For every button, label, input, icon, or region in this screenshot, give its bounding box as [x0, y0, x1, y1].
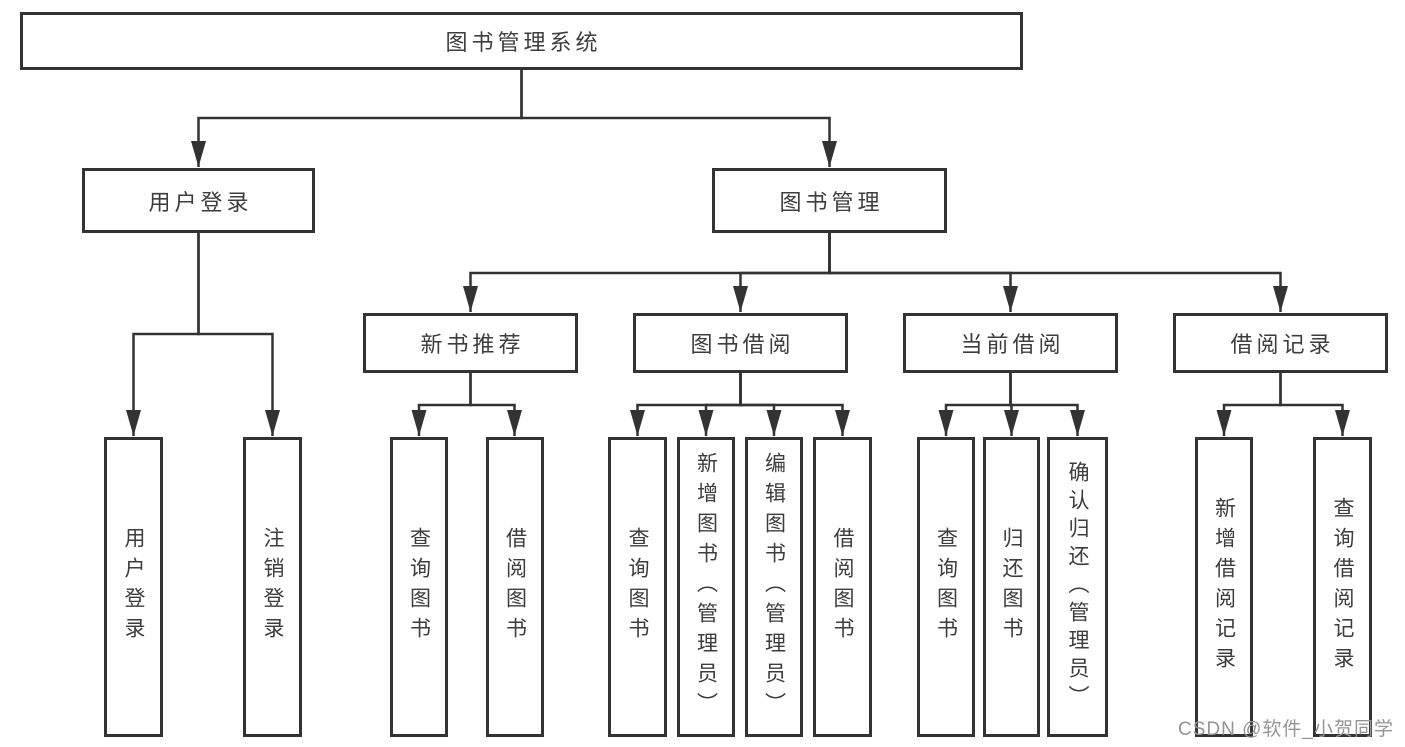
leaf-borrow-books-recommend: 借阅图书	[486, 437, 544, 737]
node-user-login: 用户登录	[82, 168, 315, 233]
csdn-watermark: CSDN @软件_小贺同学	[1178, 719, 1394, 740]
leaf-user-login: 用户登录	[104, 437, 163, 737]
leaf-return-books-label: 归还图书	[1000, 527, 1023, 647]
leaf-edit-books-admin-label: 编辑图书（管理员）	[762, 452, 786, 722]
leaf-borrow-books-recommend-label: 借阅图书	[503, 527, 527, 647]
leaf-return-books: 归还图书	[983, 437, 1040, 737]
node-borrowing-records: 借阅记录	[1173, 313, 1388, 373]
node-current-borrowing: 当前借阅	[903, 313, 1118, 373]
leaf-query-books-borrowing: 查询图书	[608, 437, 667, 737]
leaf-edit-books-admin: 编辑图书（管理员）	[745, 437, 803, 737]
leaf-user-login-label: 用户登录	[122, 527, 145, 647]
leaf-confirm-return-admin: 确认归还（管理员）	[1047, 437, 1108, 737]
node-book-management: 图书管理	[712, 168, 947, 233]
leaf-query-books-recommend-label: 查询图书	[407, 527, 431, 647]
leaf-query-books-current: 查询图书	[917, 437, 975, 737]
leaf-logout: 注销登录	[243, 437, 302, 737]
leaf-query-borrow-record: 查询借阅记录	[1313, 437, 1372, 737]
leaf-add-borrow-record-label: 新增借阅记录	[1212, 497, 1236, 677]
node-library-system: 图书管理系统	[20, 12, 1023, 70]
leaf-borrow-books-borrowing-label: 借阅图书	[831, 527, 854, 647]
leaf-add-books-admin: 新增图书（管理员）	[677, 437, 735, 737]
leaf-confirm-return-admin-label: 确认归还（管理员）	[1066, 461, 1089, 713]
leaf-add-borrow-record: 新增借阅记录	[1195, 437, 1253, 737]
leaf-query-books-recommend: 查询图书	[390, 437, 448, 737]
node-book-borrowing: 图书借阅	[633, 313, 848, 373]
leaf-query-books-borrowing-label: 查询图书	[626, 527, 649, 647]
leaf-query-books-current-label: 查询图书	[934, 527, 958, 647]
leaf-borrow-books-borrowing: 借阅图书	[813, 437, 872, 737]
leaf-add-books-admin-label: 新增图书（管理员）	[694, 452, 718, 722]
node-new-book-recommend: 新书推荐	[363, 313, 578, 373]
leaf-query-borrow-record-label: 查询借阅记录	[1331, 497, 1354, 677]
leaf-logout-label: 注销登录	[261, 527, 284, 647]
